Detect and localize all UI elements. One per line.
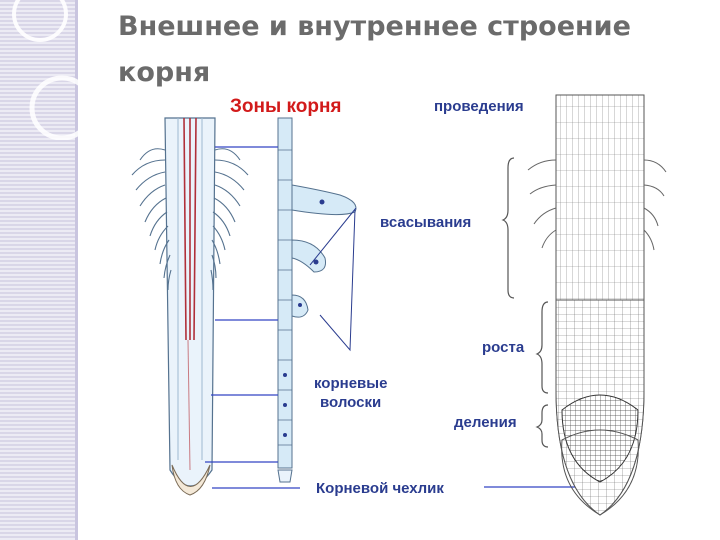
slide-title: Внешнее и внутреннее строение корня [118, 11, 631, 88]
label-root-hairs-line2: волоски [320, 394, 381, 411]
label-root-hairs-line1: корневые [314, 375, 387, 392]
root-hairs-overview [131, 148, 249, 291]
decorative-circles [12, 0, 80, 140]
root-hair-detail [277, 117, 357, 483]
side-strip-edge [75, 0, 78, 540]
root-structure-diagram: Зоны корня [131, 94, 667, 516]
root-micro-section [527, 94, 667, 516]
zone-braces [501, 157, 549, 448]
label-growth-zone: роста [482, 339, 525, 356]
label-absorption-zone: всасывания [380, 214, 471, 231]
label-division-zone: деления [454, 414, 517, 431]
root-overview [131, 117, 249, 496]
root-hair-pointer-lines [309, 207, 357, 352]
label-conduction-zone: проведения [434, 98, 524, 115]
zone-connector-lines [205, 146, 580, 489]
root-zones-heading: Зоны корня [230, 96, 342, 117]
label-root-cap: Корневой чехлик [316, 480, 444, 497]
micro-root-hairs [527, 159, 667, 251]
